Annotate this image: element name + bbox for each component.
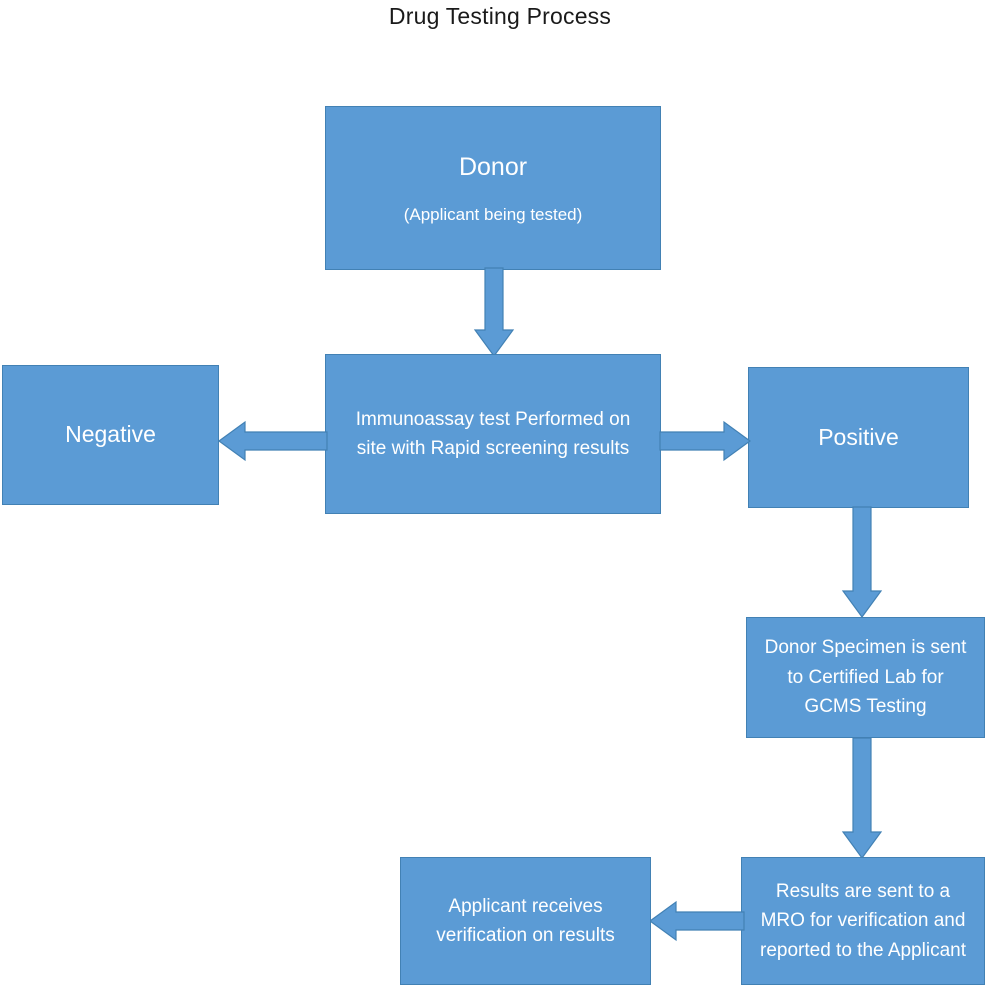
connector-immunoassay-to-negative-arrow-left [217,420,328,462]
node-immunoassay-line1: Immunoassay test Performed on [355,408,631,430]
connector-donor-to-immunoassay-arrow-down [473,267,515,358]
node-applicant-result[interactable]: Applicant receives verification on resul… [400,857,651,985]
node-mro-line1: Results are sent to a [775,880,951,902]
node-applicant-result-line2: verification on results [436,925,615,946]
connector-lab-to-mro-arrow-down [841,737,883,860]
node-positive[interactable]: Positive [748,367,969,508]
node-lab-line1: Donor Specimen is sent [764,637,967,659]
node-mro-line3: reported to the Applicant [760,939,966,961]
connector-positive-to-lab-arrow-down [841,506,883,619]
node-applicant-result-line1: Applicant receives [448,895,603,917]
node-donor-heading: Donor [458,152,528,181]
node-donor-subtitle: (Applicant being tested) [403,205,583,224]
node-immunoassay[interactable]: Immunoassay test Performed on site with … [325,354,661,514]
node-immunoassay-line2: site with Rapid screening results [356,438,630,459]
node-mro-line2: MRO for verification and [760,910,966,932]
node-lab[interactable]: Donor Specimen is sent to Certified Lab … [746,617,985,738]
node-lab-line3: GCMS Testing [804,696,927,718]
node-mro[interactable]: Results are sent to a MRO for verificati… [741,857,985,985]
node-lab-line2: to Certified Lab for [787,666,944,688]
connector-mro-to-applicant-result-arrow-left [648,900,745,942]
node-negative-label: Negative [65,421,156,448]
connector-immunoassay-to-positive-arrow-right [659,420,752,462]
node-donor[interactable]: Donor (Applicant being tested) [325,106,661,270]
node-negative[interactable]: Negative [2,365,219,505]
page-title: Drug Testing Process [388,3,612,29]
node-positive-label: Positive [818,423,899,450]
